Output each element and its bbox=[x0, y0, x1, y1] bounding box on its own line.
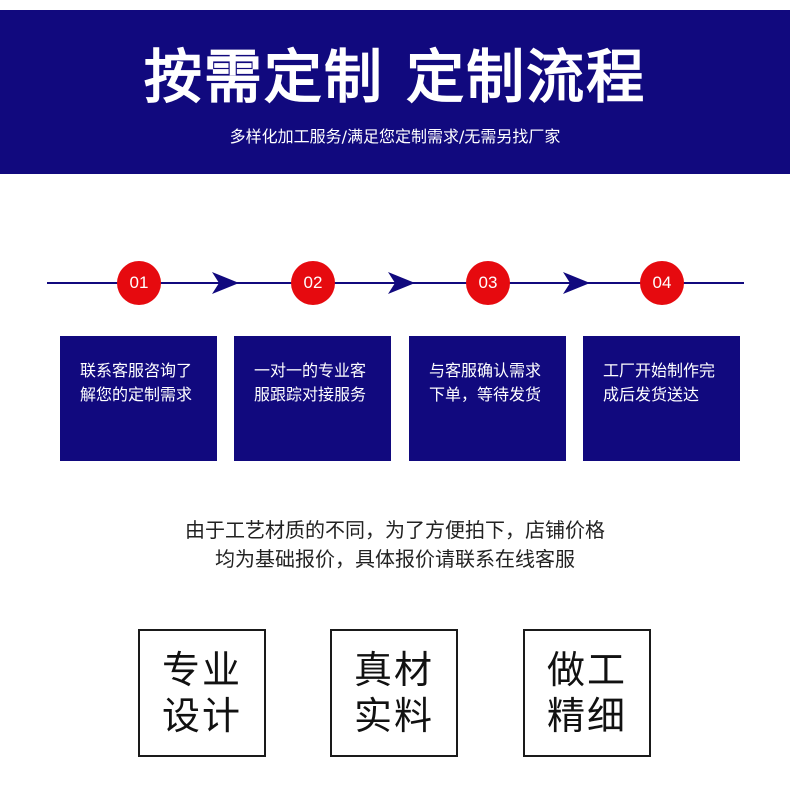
step-number-1: 01 bbox=[117, 261, 161, 305]
step-text: 与客服确认需求下单，等待发货 bbox=[429, 361, 542, 404]
step-card-3: 与客服确认需求下单，等待发货 bbox=[409, 336, 566, 461]
step-card-1: 联系客服咨询了解您的定制需求 bbox=[60, 336, 217, 461]
feature-box-design: 专业设计 bbox=[138, 629, 266, 757]
arrow-right-icon bbox=[563, 272, 590, 294]
process-flow: 01 02 03 04 bbox=[0, 250, 790, 320]
arrow-right-icon bbox=[212, 272, 239, 294]
header-banner: 按需定制 定制流程 多样化加工服务/满足您定制需求/无需另找厂家 bbox=[0, 10, 790, 174]
feature-box-materials: 真材实料 bbox=[330, 629, 458, 757]
feature-label: 真材实料 bbox=[354, 648, 435, 738]
page-subtitle: 多样化加工服务/满足您定制需求/无需另找厂家 bbox=[229, 127, 561, 146]
pricing-note: 由于工艺材质的不同，为了方便拍下，店铺价格 均为基础报价，具体报价请联系在线客服 bbox=[0, 516, 790, 574]
step-text: 工厂开始制作完成后发货送达 bbox=[603, 361, 716, 404]
step-card-4: 工厂开始制作完成后发货送达 bbox=[583, 336, 740, 461]
step-text: 联系客服咨询了解您的定制需求 bbox=[80, 361, 193, 404]
feature-label: 专业设计 bbox=[162, 648, 243, 738]
step-number-4: 04 bbox=[640, 261, 684, 305]
step-number-2: 02 bbox=[291, 261, 335, 305]
flow-line bbox=[47, 272, 744, 294]
page-title: 按需定制 定制流程 bbox=[143, 43, 647, 111]
feature-box-craftsmanship: 做工精细 bbox=[523, 629, 651, 757]
step-text: 一对一的专业客服跟踪对接服务 bbox=[254, 361, 367, 404]
pricing-note-line-1: 由于工艺材质的不同，为了方便拍下，店铺价格 bbox=[185, 518, 605, 542]
step-card-2: 一对一的专业客服跟踪对接服务 bbox=[234, 336, 391, 461]
arrow-right-icon bbox=[388, 272, 415, 294]
pricing-note-line-2: 均为基础报价，具体报价请联系在线客服 bbox=[215, 547, 575, 571]
step-number-3: 03 bbox=[466, 261, 510, 305]
feature-label: 做工精细 bbox=[547, 648, 628, 738]
